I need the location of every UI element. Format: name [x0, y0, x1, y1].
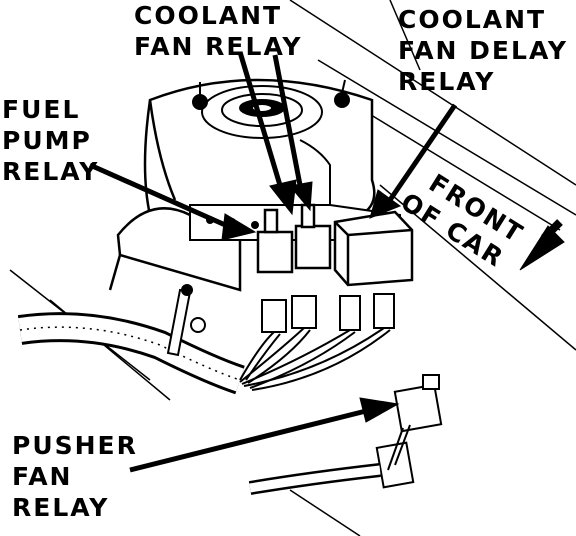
label-line: FAN	[12, 462, 73, 491]
pointer-arrows	[88, 51, 565, 473]
connectors	[261, 293, 443, 489]
coolant-fan-delay-relay-label: COOLANT FAN DELAY RELAY	[398, 4, 568, 97]
fuel-pump-relay-box	[256, 230, 294, 274]
label-line: PUSHER	[12, 431, 138, 460]
relay-boxes	[256, 203, 414, 287]
relay-terminal	[263, 208, 279, 234]
coolant-fan-delay-relay-box	[333, 210, 414, 287]
front-of-car-arrow	[519, 225, 565, 271]
coolant-fan-relay-box	[294, 224, 332, 270]
pusher-fan-relay-box	[393, 383, 443, 433]
label-line: RELAY	[12, 493, 110, 522]
wire-harness	[17, 312, 411, 495]
label-line: COOLANT	[398, 5, 547, 34]
label-line: COOLANT	[134, 1, 283, 30]
coolant-fan-relay-label: COOLANT FAN RELAY	[134, 0, 303, 62]
label-line: RELAY	[398, 67, 496, 96]
label-line: FAN DELAY	[398, 36, 569, 65]
label-line: FUEL	[2, 95, 81, 124]
pusher-fan-relay-label: PUSHER FAN RELAY	[12, 430, 138, 523]
label-line: RELAY	[2, 157, 100, 186]
label-line: FAN RELAY	[134, 32, 303, 61]
ground-strap	[166, 284, 206, 357]
fuel-pump-relay-label: FUEL PUMP RELAY	[2, 94, 99, 187]
label-line: PUMP	[2, 126, 92, 155]
